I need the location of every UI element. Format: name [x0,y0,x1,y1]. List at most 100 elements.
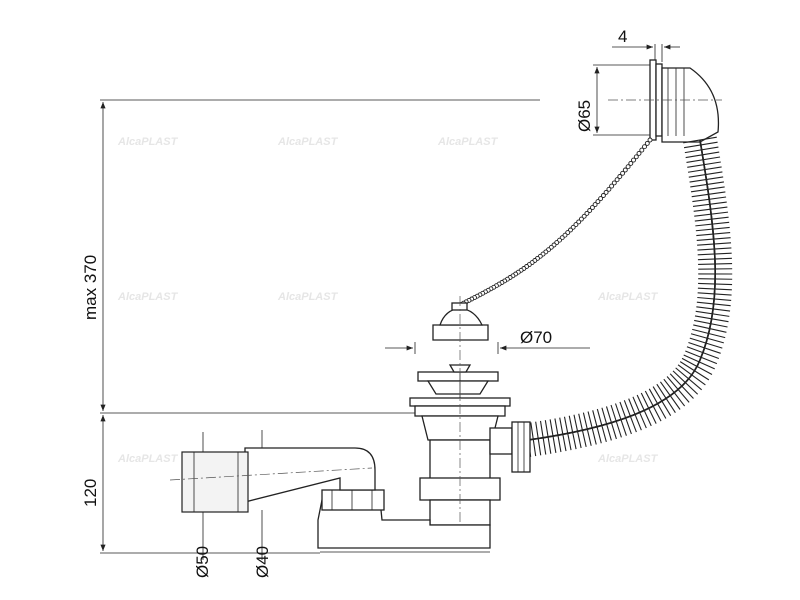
hose-rib [697,257,732,261]
watermark: AlcaPLAST [117,453,179,465]
hose-rib [689,176,724,183]
hose-rib [681,357,713,375]
chain-bead [644,140,650,146]
hose-rib [677,364,706,386]
overflow-depth-dimension: 4 [612,27,680,62]
hose-rib [689,337,723,349]
chain-bead [576,219,582,225]
plug-chain [455,137,653,309]
chain-bead [592,202,598,208]
hose-rib [692,201,727,207]
drain-body [409,296,511,540]
watermark: AlcaPLAST [117,136,179,148]
overflow-cap [608,59,722,143]
reference-lines [100,99,540,554]
overflow-depth-label: 4 [618,27,627,46]
hose-rib [692,196,727,203]
hose-rib [666,376,690,403]
hose-rib [695,221,730,227]
chain-bead [639,147,645,153]
plug-diameter-label: Ø70 [520,328,552,347]
hose-rib [694,319,728,328]
outlet-diameter-dimensions: Ø50 Ø40 [193,430,272,578]
hose-rib [614,403,627,436]
chain-bead [589,205,595,211]
chain-bead [600,193,606,198]
hose-rib [587,411,597,445]
hose-rib [685,151,720,159]
hose-rib [652,386,672,416]
hose-rib [696,231,731,237]
hose-rib [636,394,652,427]
plug-diameter-dimension: Ø70 [385,328,590,354]
hose-rib [688,341,721,354]
hose-rib [683,354,715,370]
chain-bead [595,199,601,205]
hose-rib [648,388,667,419]
chain-bead [622,167,628,173]
outlet-inner-diameter-label: Ø40 [253,546,272,578]
hose-rib [619,401,632,435]
hose-rib [640,392,657,424]
hose-rib [573,414,582,449]
trap-base [317,489,491,553]
hose-rib [688,171,723,178]
hose-rib [563,416,572,451]
hose-rib [672,370,699,395]
hose-rib [697,296,732,301]
hose-rib [554,418,562,453]
chain-bead [620,170,626,176]
hose-rib [697,247,732,251]
hose-rib [663,378,686,407]
chain-bead [642,144,647,150]
watermarks: AlcaPLAST AlcaPLAST AlcaPLAST AlcaPLAST … [117,136,659,465]
hose-rib [686,156,721,163]
hose-rib [644,390,662,422]
corrugated-hose [525,136,733,457]
hose-rib [695,310,730,317]
hose-rib [632,396,647,429]
hose-rib [696,301,731,307]
chain-bead [631,157,636,163]
hose-rib [582,412,592,446]
hose-rib [656,383,676,413]
chain-bead [606,186,612,192]
hose-rib [697,242,732,246]
hose-rib [698,282,733,286]
hose-rib [690,186,725,193]
hose-rib [539,420,547,455]
hose-rib [694,315,729,323]
hose-rib [685,350,718,365]
hose-rib [568,415,577,450]
chain-bead [578,216,584,222]
hose-rib [610,404,622,438]
chain-bead [611,180,617,186]
watermark: AlcaPLAST [597,291,659,303]
chain-bead [603,189,609,195]
hose-rib [691,191,726,198]
outlet-pipe [169,447,376,513]
trap-height-label: 120 [81,479,100,507]
chain-bead [636,150,642,156]
hose-rib [690,333,724,344]
hose-rib [693,324,727,333]
hose-rib [693,206,728,212]
hose-rib [605,406,617,440]
watermark: AlcaPLAST [597,453,659,465]
chain-bead [598,196,604,202]
hose-rib [623,400,637,433]
plug [432,302,489,341]
strainer [417,364,499,398]
hose-rib [696,237,731,241]
hose-rib [659,381,681,410]
hose-rib [675,367,703,391]
watermark: AlcaPLAST [117,291,179,303]
chain-bead [633,154,639,160]
hose-rib [669,373,694,399]
watermark: AlcaPLAST [277,136,339,148]
height-max-dimension: max 370 [81,102,106,411]
hose-rib [683,141,718,149]
hose-rib [696,306,731,312]
hose-rib [679,361,710,381]
